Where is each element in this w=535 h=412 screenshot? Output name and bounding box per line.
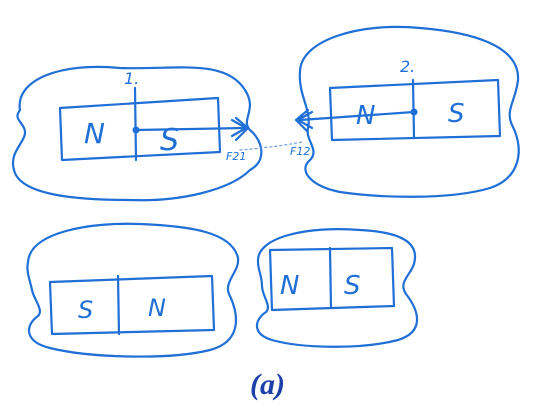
magnet-2-body xyxy=(328,78,502,142)
magnet-1-left-pole: N xyxy=(84,117,105,150)
figure-caption: (a) xyxy=(250,368,285,401)
magnet-2-right-pole: S xyxy=(448,99,465,129)
interaction-line xyxy=(239,141,303,151)
magnet-1-force-arrow xyxy=(230,116,250,142)
magnet-1-group: 1. N S F21 xyxy=(11,65,263,202)
field-outline-1 xyxy=(11,65,263,202)
magnet-4-left-pole: N xyxy=(280,271,299,301)
magnet-2-force-arrow xyxy=(294,108,314,134)
force-f12-label: F12 xyxy=(290,145,310,158)
magnet-3-left-pole: S xyxy=(78,296,93,324)
magnet-2-group: 2. N S F12 xyxy=(290,25,520,198)
magnet-3-body xyxy=(48,274,216,336)
magnet-4-divider xyxy=(328,246,333,310)
magnet-4-group: N S xyxy=(255,228,419,348)
magnet-2-center-dot xyxy=(410,108,418,116)
magnet-2-axis xyxy=(298,110,416,122)
magnet-1-body xyxy=(58,96,222,162)
magnet-1-axis xyxy=(134,126,247,132)
magnet-3-right-pole: N xyxy=(148,294,166,322)
magnet-2-number: 2. xyxy=(400,57,415,76)
field-outline-3 xyxy=(26,222,240,358)
field-outline-4 xyxy=(255,228,419,348)
force-f21-label: F21 xyxy=(226,150,246,163)
magnet-4-right-pole: S xyxy=(344,271,361,301)
magnet-2-left-pole: N xyxy=(356,101,375,131)
field-outline-2 xyxy=(298,25,520,198)
magnet-1-divider xyxy=(133,86,138,162)
magnet-1-right-pole: S xyxy=(160,123,179,158)
magnet-4-body xyxy=(268,246,396,312)
magnet-3-divider xyxy=(116,274,121,336)
magnet-3-group: S N xyxy=(26,222,240,358)
magnet-1-number: 1. xyxy=(124,69,139,88)
magnet-1-center-dot xyxy=(132,126,140,134)
